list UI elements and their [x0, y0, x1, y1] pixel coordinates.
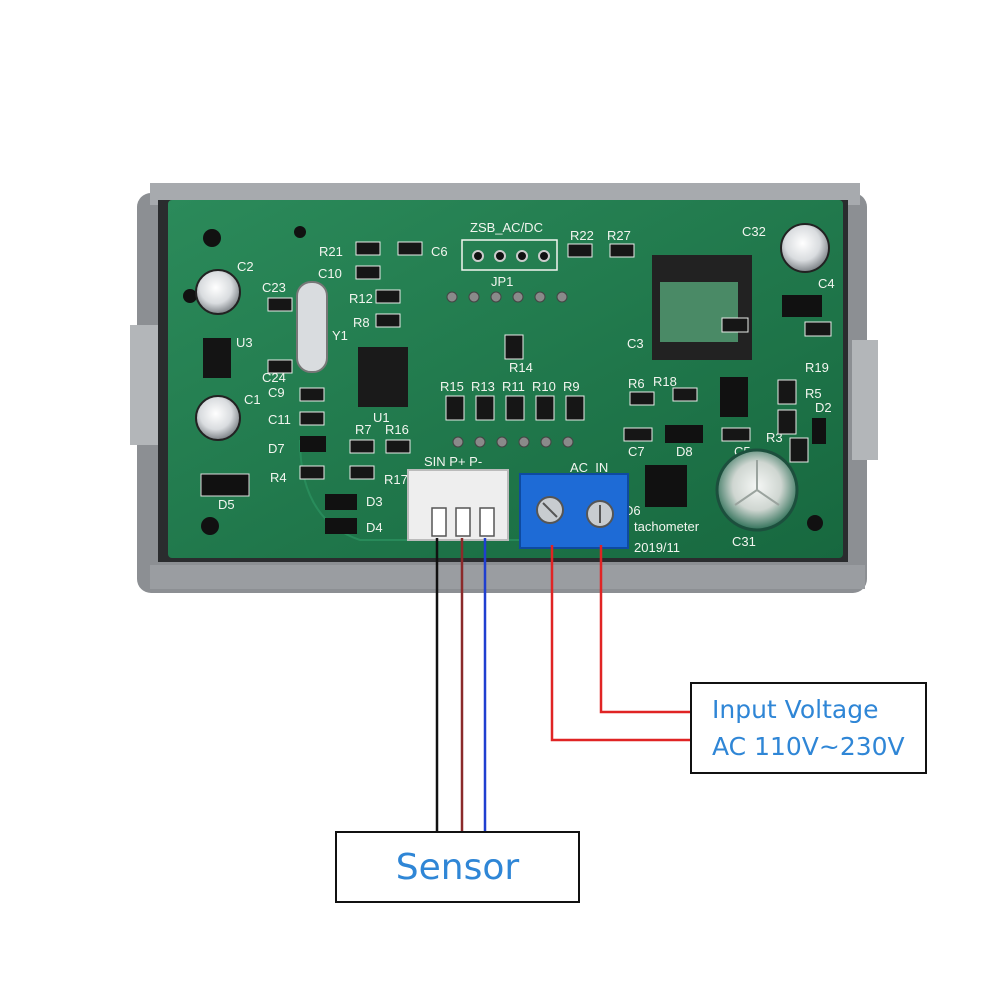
silk-r14: R14	[509, 360, 533, 375]
input-voltage-line2: AC 110V~230V	[712, 732, 905, 761]
silk-d7: D7	[268, 441, 285, 456]
silk-c6: C6	[431, 244, 448, 259]
wires	[435, 538, 691, 832]
capacitor-c1	[195, 395, 241, 441]
board-id-label: ZSB_AC/DC	[470, 220, 543, 235]
silk-r7: R7	[355, 422, 372, 437]
components	[195, 223, 832, 549]
housing-clip-left	[130, 325, 158, 445]
mount-hole	[294, 226, 306, 238]
silk-d3: D3	[366, 494, 383, 509]
silk-d8: D8	[676, 444, 693, 459]
ac-wire-2	[599, 545, 691, 714]
silk-c9: C9	[268, 385, 285, 400]
mosfet-d6	[645, 465, 687, 507]
capacitor-c32	[780, 223, 830, 273]
mount-hole	[183, 289, 197, 303]
silk-r21: R21	[319, 244, 343, 259]
silk-r6: R6	[628, 376, 645, 391]
housing-clip-right	[852, 340, 878, 460]
mcu-u1	[358, 347, 408, 407]
component-c4	[782, 295, 822, 317]
silk-d4: D4	[366, 520, 383, 535]
silk-r19: R19	[805, 360, 829, 375]
diode-d3	[325, 494, 357, 510]
silk-c11: C11	[268, 412, 291, 427]
silk-r10: R10	[532, 379, 556, 394]
silk-r12: R12	[349, 291, 373, 306]
diode-d5	[200, 473, 250, 497]
silk-c4: C4	[818, 276, 835, 291]
silk-r18: R18	[653, 374, 677, 389]
diode-d8	[665, 425, 703, 443]
jp1-label: JP1	[491, 274, 513, 289]
silk-c2: C2	[237, 259, 254, 274]
silk-c32: C32	[742, 224, 766, 239]
silk-c10: C10	[318, 266, 342, 281]
silk-c31: C31	[732, 534, 756, 549]
transistor-q	[720, 377, 748, 417]
input-voltage-line1: Input Voltage	[712, 695, 879, 724]
diode-d7	[300, 436, 326, 452]
silk-r9: R9	[563, 379, 580, 394]
date-label: 2019/11	[634, 540, 680, 555]
sensor-label-box: Sensor	[335, 831, 580, 903]
silk-c7: C7	[628, 444, 645, 459]
diode-d4	[325, 518, 357, 534]
silk-r11: R11	[502, 379, 525, 394]
silk-r13: R13	[471, 379, 495, 394]
mount-hole	[201, 517, 219, 535]
sensor-header-label: SIN P+ P-	[424, 454, 482, 469]
silk-r27: R27	[607, 228, 631, 243]
silk-c3: C3	[627, 336, 644, 351]
diode-d2	[812, 418, 826, 444]
mount-hole	[807, 515, 823, 531]
silk-c23: C23	[262, 280, 286, 295]
silk-r4: R4	[270, 470, 287, 485]
silk-y1: Y1	[332, 328, 348, 343]
capacitor-c2	[195, 269, 241, 315]
transformer-coil	[660, 282, 738, 342]
silk-u1: U1	[373, 410, 390, 425]
regulator-u3	[203, 338, 231, 378]
ac-in-label: AC_IN	[570, 460, 608, 475]
silk-r5: R5	[805, 386, 822, 401]
silk-d5: D5	[218, 497, 235, 512]
product-label: tachometer	[634, 519, 700, 534]
silk-c1: C1	[244, 392, 261, 407]
silk-r16: R16	[385, 422, 409, 437]
mount-hole	[203, 229, 221, 247]
silk-r15: R15	[440, 379, 464, 394]
crystal-y1	[296, 281, 328, 373]
silk-u3: U3	[236, 335, 253, 350]
silk-r22: R22	[570, 228, 594, 243]
silk-r17: R17	[384, 472, 408, 487]
input-voltage-label-box: Input Voltage AC 110V~230V	[690, 682, 927, 774]
sensor-label: Sensor	[395, 846, 520, 888]
silk-r8: R8	[353, 315, 370, 330]
silk-d2: D2	[815, 400, 832, 415]
ac-wire-1	[550, 545, 691, 742]
silk-c24: C24	[262, 370, 286, 385]
jp1-outline	[461, 239, 558, 271]
